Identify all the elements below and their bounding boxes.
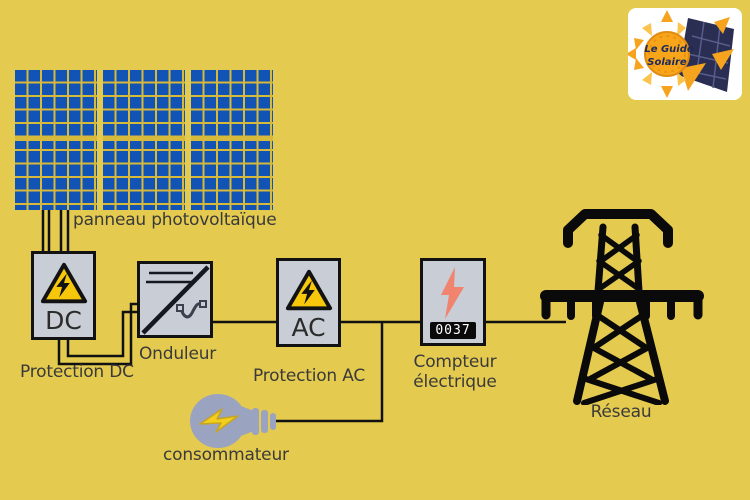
logo-graphic: Le Guide Solaire [628, 10, 734, 98]
transmission-tower-icon [540, 209, 704, 405]
consumer-label: consommateur [163, 445, 289, 465]
logo-line2: Solaire [647, 57, 687, 68]
warning-triangle-icon [285, 269, 332, 311]
dc-box-label: DC [45, 306, 82, 335]
ac-protection-box: AC [276, 258, 341, 347]
electric-meter-box: 0037 [420, 258, 486, 346]
panel-divider [191, 136, 273, 141]
photovoltaic-panel-array [15, 70, 273, 210]
protection-dc-label: Protection DC [20, 362, 134, 382]
meter-bolt-icon [441, 267, 464, 319]
pv-panel-1 [15, 70, 97, 210]
panel-label: panneau photovoltaïque [73, 210, 277, 230]
inverter-label: Onduleur [139, 344, 217, 364]
meter-reading-display: 0037 [430, 322, 476, 339]
warning-triangle-icon [40, 262, 87, 304]
le-guide-solaire-logo: Le Guide Solaire [628, 8, 742, 100]
pv-panel-2 [103, 70, 185, 210]
grid-label: Réseau [590, 402, 652, 422]
panel-divider [103, 136, 185, 141]
lightbulb-icon [190, 394, 276, 448]
dc-protection-box: DC [31, 251, 96, 340]
logo-line1: Le Guide [644, 44, 694, 55]
protection-ac-label: Protection AC [253, 366, 366, 386]
meter-label: Compteur électrique [413, 352, 497, 393]
panel-divider [15, 136, 97, 141]
inverter-symbol-icon [141, 265, 210, 335]
ac-box-label: AC [291, 313, 326, 342]
pv-panel-3 [191, 70, 273, 210]
inverter-box [137, 261, 213, 338]
